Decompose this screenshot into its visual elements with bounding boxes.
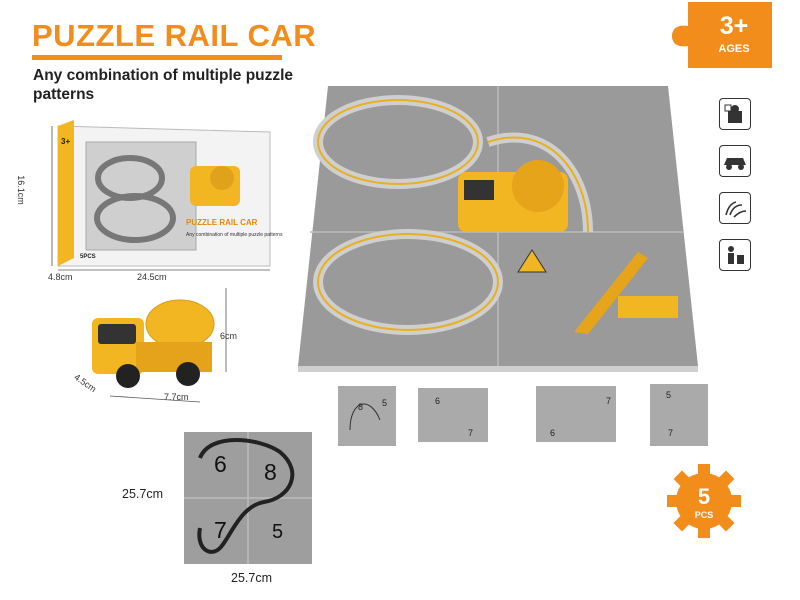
combo-2-label-6: 6 — [435, 396, 440, 406]
combo-1-label-8: 8 — [358, 402, 363, 412]
car-icon — [719, 145, 751, 177]
box-width-label: 24.5cm — [137, 272, 167, 282]
car-width-label: 7.7cm — [164, 392, 189, 402]
box-front-pieces: 5PCS — [80, 254, 96, 260]
puzzle-width-label: 25.7cm — [231, 571, 272, 585]
box-depth-label: 4.8cm — [48, 272, 73, 282]
combo-4-label-7: 7 — [668, 428, 673, 438]
box-height-label: 16.1cm — [15, 175, 26, 205]
piece-combinations: 8 5 6 7 6 7 5 7 — [338, 384, 708, 446]
box-front-title: PUZZLE RAIL CAR — [186, 218, 258, 227]
numbered-puzzle: 6 8 7 5 — [184, 432, 312, 564]
combo-3-label-7: 7 — [606, 396, 611, 406]
combo-3: 6 7 — [536, 386, 616, 442]
combo-4-label-5: 5 — [666, 390, 671, 400]
piece-number-5: 5 — [272, 521, 283, 543]
title-underline — [32, 55, 282, 60]
combo-1: 8 5 — [338, 386, 396, 446]
pieces-badge: 5 PCS — [667, 464, 741, 538]
combo-1-label-5: 5 — [382, 398, 387, 408]
combo-2: 6 7 — [418, 388, 488, 442]
excavator-arm — [574, 252, 648, 334]
puzzle-mat — [298, 86, 698, 372]
age-badge-label: AGES — [718, 43, 749, 55]
pieces-badge-value: 5 — [698, 484, 710, 509]
piece-number-7: 7 — [214, 517, 227, 543]
child-icon — [719, 239, 751, 271]
puzzle-height-label: 25.7cm — [122, 487, 163, 501]
box-side-age: 3+ — [61, 137, 70, 146]
combo-3-label-6: 6 — [550, 428, 555, 438]
warning-sign — [517, 249, 547, 273]
pieces-badge-label: PCS — [695, 510, 714, 520]
page-title: PUZZLE RAIL CAR — [32, 18, 317, 53]
subtitle: Any combination of multiple puzzle patte… — [33, 67, 294, 103]
piece-number-6: 6 — [214, 451, 227, 477]
hand-icon — [719, 192, 751, 224]
puzzle-icon — [719, 98, 751, 130]
truck-illustration — [92, 288, 227, 403]
age-badge-value: 3+ — [720, 12, 749, 40]
box-front-subtitle: Any combination of multiple puzzle patte… — [186, 232, 283, 238]
excavator-body — [618, 296, 678, 318]
piece-number-8: 8 — [264, 459, 277, 485]
combo-2-label-7: 7 — [468, 428, 473, 438]
product-box: 3+ PUZZLE RAIL CAR Any combination of mu… — [51, 120, 283, 271]
age-badge: 3+ AGES — [672, 2, 772, 68]
car-height-label: 6cm — [220, 331, 238, 341]
combo-4: 5 7 — [650, 384, 708, 446]
